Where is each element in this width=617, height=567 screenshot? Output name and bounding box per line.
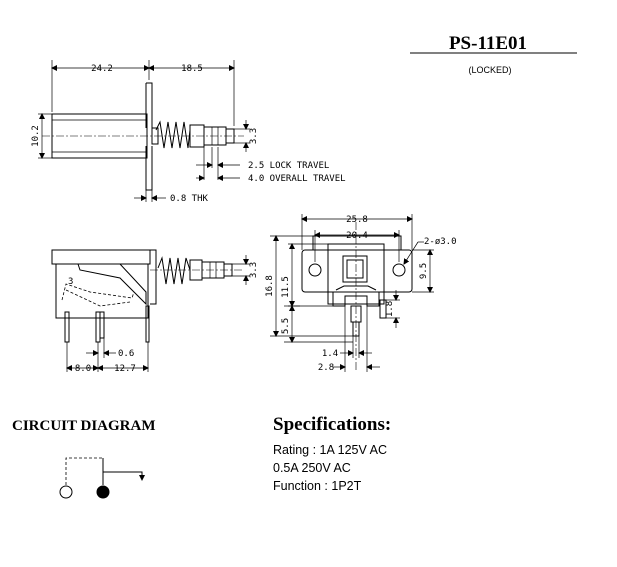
top-spring — [155, 120, 191, 149]
side-dim-pin-offset: 0.6 — [118, 349, 134, 359]
side-spring — [157, 256, 191, 285]
circuit-section: CIRCUIT DIAGRAM — [12, 418, 155, 499]
dim-plunger-length: 18.5 — [181, 64, 203, 74]
side-bracket — [150, 249, 157, 305]
top-view: 24.2 18.5 10.2 3.3 2.5 LOCK TRAVEL 4.0 O… — [31, 60, 346, 204]
front-dim-lower-height: 5.5 — [281, 318, 291, 334]
side-pin-2 — [95, 311, 101, 343]
front-view: 25.8 20.4 2-ø3.0 9.5 16.8 11.5 5.5 — [265, 214, 457, 373]
side-contact-dashed — [61, 283, 135, 301]
dim-body-length: 24.2 — [91, 64, 113, 74]
circuit-closed-terminal — [96, 485, 110, 499]
front-mount-hole-left — [308, 263, 322, 277]
top-bracket-lower — [145, 146, 153, 191]
front-dim-hole-pitch: 20.4 — [346, 231, 368, 241]
circuit-dashed-path — [65, 457, 103, 485]
side-pin-1 — [64, 311, 70, 343]
circuit-open-terminal — [59, 485, 73, 499]
dim-plunger-dia: 3.3 — [249, 128, 259, 144]
circuit-title: CIRCUIT DIAGRAM — [12, 418, 155, 434]
side-dim-pitch-b: 12.7 — [114, 364, 136, 374]
front-dim-pin-height: 1.8 — [385, 301, 395, 317]
specifications-section: Specifications: Rating : 1A 125V AC 0.5A… — [273, 414, 391, 493]
side-marker: 3 — [68, 277, 73, 287]
top-bracket-upper — [145, 82, 153, 128]
front-mount-hole-right — [392, 263, 406, 277]
spec-line-function: Function : 1P2T — [273, 479, 362, 493]
spec-line-rating: Rating : 1A 125V AC — [273, 443, 387, 457]
part-number: PS-11E01 — [449, 33, 527, 54]
circuit-output-arrow — [103, 471, 145, 481]
front-flange — [301, 249, 413, 293]
dim-thickness: 0.8 THK — [170, 194, 209, 204]
front-dim-holes: 2-ø3.0 — [424, 237, 457, 247]
specifications-title: Specifications: — [273, 414, 391, 435]
front-plunger-outer — [342, 255, 368, 283]
side-view: 3 3.3 0.6 8.0 12.7 — [51, 249, 259, 374]
variant-label: (LOCKED) — [468, 65, 511, 75]
side-top-cap — [51, 249, 151, 265]
dim-overall-travel: 4.0 OVERALL TRAVEL — [248, 174, 346, 184]
front-plunger-inner — [346, 259, 364, 279]
side-pin-3 — [99, 311, 105, 339]
side-pin-4 — [145, 305, 150, 343]
side-housing — [55, 264, 149, 319]
front-dim-flange-height: 9.5 — [419, 263, 429, 279]
spec-line-rating-2: 0.5A 250V AC — [273, 461, 351, 475]
front-dim-pin-width: 1.4 — [322, 349, 338, 359]
dim-height: 10.2 — [31, 125, 41, 147]
front-dim-total-height: 16.8 — [265, 275, 275, 297]
front-dim-width-outer: 25.8 — [346, 215, 368, 225]
dim-lock-travel: 2.5 LOCK TRAVEL — [248, 161, 329, 171]
header: PS-11E01 (LOCKED) — [410, 33, 577, 75]
side-dim-plunger-dia: 3.3 — [249, 262, 259, 278]
front-side-lead — [379, 299, 387, 319]
front-dim-pin-span: 2.8 — [318, 363, 334, 373]
side-dim-pitch-a: 8.0 — [75, 364, 91, 374]
side-wedge — [77, 263, 147, 306]
front-dim-body-height: 11.5 — [281, 276, 291, 298]
